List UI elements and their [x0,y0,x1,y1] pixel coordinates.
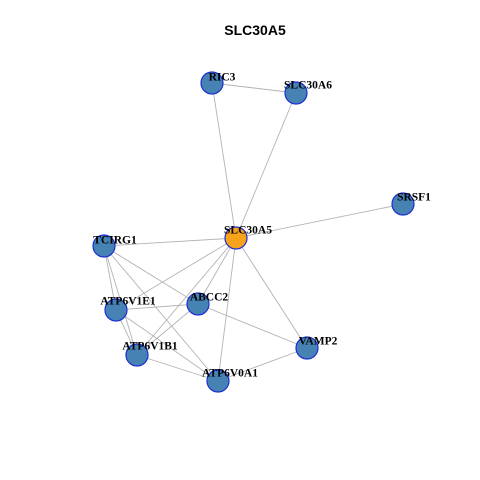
node-label-vamp2: VAMP2 [299,336,338,348]
edge-tcirg1-slc30a5 [103,237,237,247]
node-tcirg1 [92,234,116,258]
edge-ric3-slc30a5 [211,82,237,239]
edge-atp6v1b1-atp6v0a1 [136,354,219,382]
nodes-layer [92,71,415,393]
node-label-atp6v1b1: ATP6V1B1 [122,341,178,353]
node-label-tcirg1: TCIRG1 [93,235,137,247]
node-atp6v1e1 [104,298,128,322]
node-vamp2 [295,336,319,360]
edge-slc30a6-slc30a5 [235,92,297,239]
node-abcc2 [186,292,210,316]
node-atp6v1b1 [125,343,149,367]
edge-atp6v1e1-atp6v0a1 [115,309,219,382]
node-label-slc30a6: SLC30A6 [284,80,332,92]
labels-layer: SLC30A5RIC3SLC30A6SRSF1TCIRG1ABCC2ATP6V1… [93,72,431,380]
edge-srsf1-slc30a5 [235,203,404,239]
edge-abcc2-atp6v1b1 [136,303,199,356]
node-slc30a6 [284,81,308,105]
node-atp6v0a1 [206,369,230,393]
edge-atp6v0a1-slc30a5 [217,237,237,382]
node-slc30a5 [224,226,248,250]
node-label-abcc2: ABCC2 [190,292,229,304]
node-label-atp6v1e1: ATP6V1E1 [100,296,156,308]
edge-abcc2-slc30a5 [197,237,237,305]
node-ric3 [200,71,224,95]
node-label-atp6v0a1: ATP6V0A1 [202,368,258,380]
edge-tcirg1-abcc2 [103,245,199,305]
node-label-ric3: RIC3 [209,72,236,84]
edge-ric3-slc30a6 [211,82,297,94]
edge-tcirg1-atp6v0a1 [103,245,219,382]
edge-atp6v0a1-vamp2 [217,347,308,382]
diagram-title: SLC30A5 [224,22,286,38]
edge-abcc2-vamp2 [197,303,308,349]
edge-abcc2-atp6v1e1 [115,303,199,311]
edge-atp6v1e1-slc30a5 [115,237,237,311]
node-label-slc30a5: SLC30A5 [224,225,272,237]
node-label-srsf1: SRSF1 [397,192,431,204]
node-srsf1 [391,192,415,216]
edge-vamp2-slc30a5 [235,237,308,349]
